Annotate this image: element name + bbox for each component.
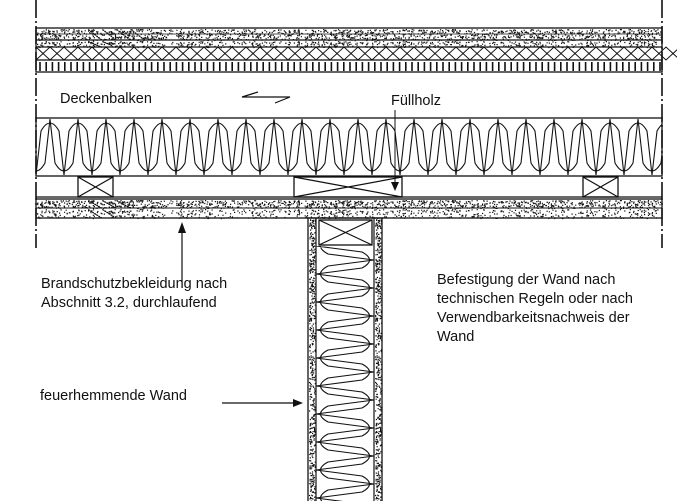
wall-insulation-loops — [316, 246, 374, 501]
fuellholz-filler-timber-diag — [293, 176, 403, 198]
cavity-insulation-outline — [35, 117, 663, 177]
label-line: Abschnitt 3.2, durchlaufend — [41, 295, 217, 311]
label-feuerhemmende-wand: feuerhemmende Wand — [40, 388, 187, 404]
label-deckenbalken: Deckenbalken — [60, 91, 152, 107]
label-line: Verwendbarkeitsnachweis der — [437, 310, 630, 326]
wall-top-plate — [318, 219, 373, 246]
cavity-insulation-loops — [36, 118, 662, 176]
floor-screed-texture — [37, 29, 662, 42]
batten-right-diag — [582, 176, 619, 198]
batten-left — [77, 176, 114, 198]
label-brandschutzbekleidung: Brandschutzbekleidung nach Abschnitt 3.2… — [41, 275, 227, 313]
batten-right — [582, 176, 619, 198]
fuellholz-arrowhead-icon — [391, 182, 399, 191]
subfloor-hatch — [39, 62, 661, 71]
batten-left-diag — [77, 176, 114, 198]
span-direction-symbol — [241, 91, 291, 104]
label-befestigung: Befestigung der Wand nach technischen Re… — [437, 271, 633, 347]
label-line: technischen Regeln oder nach — [437, 291, 633, 307]
impact-insulation-zigzag — [35, 46, 677, 61]
fire-resistant-wall — [307, 217, 383, 501]
label-fuellholz: Füllholz — [391, 93, 441, 109]
wall-arrowhead-icon — [293, 399, 303, 407]
fuellholz-filler-timber — [293, 176, 403, 198]
label-line: Befestigung der Wand nach — [437, 272, 616, 288]
wall-board-right-texture — [375, 219, 383, 501]
wall-top-plate-diag — [318, 219, 373, 246]
impact-insulation-zigzag — [35, 46, 677, 61]
cladding-texture-lower — [37, 209, 659, 220]
cladding-texture-upper — [37, 200, 662, 210]
cladding-arrowhead-icon — [178, 222, 186, 233]
label-line: Wand — [437, 329, 475, 345]
wall-board-left-texture — [309, 219, 317, 501]
label-line: Brandschutzbekleidung nach — [41, 276, 228, 292]
floor-buildup-outline — [35, 27, 663, 73]
